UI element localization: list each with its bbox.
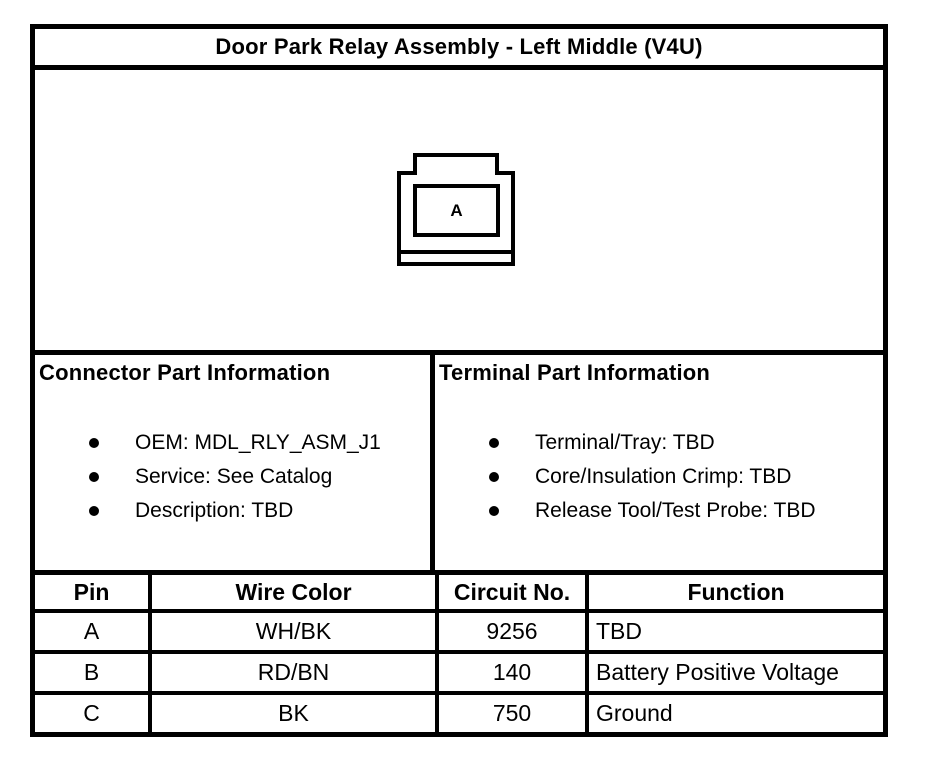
list-item-text: Release Tool/Test Probe: TBD <box>535 499 816 522</box>
list-item-text: Service: See Catalog <box>135 465 333 488</box>
header-cell-circuit-no: Circuit No. <box>435 575 585 609</box>
cell-wire-color: BK <box>148 695 435 732</box>
connector-body-outline: A <box>397 171 515 266</box>
table-row-pin-a: A WH/BK 9256 TBD <box>35 613 883 654</box>
table-row-pin-c: C BK 750 Ground <box>35 695 883 732</box>
cell-pin: C <box>83 700 100 726</box>
bullet-icon <box>489 438 499 448</box>
list-item: Release Tool/Test Probe: TBD <box>435 494 883 528</box>
terminal-info-list: Terminal/Tray: TBD Core/Insulation Crimp… <box>435 426 883 528</box>
connector-info-heading: Connector Part Information <box>39 360 331 385</box>
cell-wire-color: WH/BK <box>148 613 435 650</box>
cell-function: TBD <box>585 613 883 650</box>
connector-cavity-a: A <box>413 184 500 237</box>
list-item-text: Terminal/Tray: TBD <box>535 431 715 454</box>
header-cell-wire-color: Wire Color <box>148 575 435 609</box>
bullet-icon <box>89 438 99 448</box>
header-cell-function: Function <box>585 575 883 609</box>
list-item-text: OEM: MDL_RLY_ASM_J1 <box>135 431 381 454</box>
bullet-icon <box>489 472 499 482</box>
title-bar: Door Park Relay Assembly - Left Middle (… <box>35 29 883 70</box>
pin-table: Pin Wire Color Circuit No. Function A WH… <box>35 575 883 732</box>
list-item: Terminal/Tray: TBD <box>435 426 883 460</box>
list-item-text: Description: TBD <box>135 499 294 522</box>
terminal-info-heading: Terminal Part Information <box>439 360 711 385</box>
connector-latch-line <box>401 250 511 254</box>
cell-circuit-no: 140 <box>435 654 585 691</box>
cavity-label: A <box>450 200 463 220</box>
connector-figure-section: A <box>35 70 883 355</box>
connector-top-tab <box>413 153 499 175</box>
header-cell-pin: Pin <box>73 578 110 605</box>
table-row-pin-b: B RD/BN 140 Battery Positive Voltage <box>35 654 883 695</box>
page-title: Door Park Relay Assembly - Left Middle (… <box>215 34 703 59</box>
list-item: Core/Insulation Crimp: TBD <box>435 460 883 494</box>
cell-pin: B <box>83 659 100 685</box>
list-item: Description: TBD <box>35 494 430 528</box>
cell-wire-color: RD/BN <box>148 654 435 691</box>
bullet-icon <box>89 506 99 516</box>
cell-circuit-no: 9256 <box>435 613 585 650</box>
connector-info-list: OEM: MDL_RLY_ASM_J1 Service: See Catalog… <box>35 426 430 528</box>
list-item-text: Core/Insulation Crimp: TBD <box>535 465 792 488</box>
cell-pin: A <box>83 618 100 644</box>
bullet-icon <box>89 472 99 482</box>
connector-info-panel: Connector Part Information OEM: MDL_RLY_… <box>35 355 435 570</box>
connector-sheet: Door Park Relay Assembly - Left Middle (… <box>30 24 888 737</box>
pin-table-header-row: Pin Wire Color Circuit No. Function <box>35 575 883 613</box>
cell-function: Ground <box>585 695 883 732</box>
cell-function: Battery Positive Voltage <box>585 654 883 691</box>
cell-circuit-no: 750 <box>435 695 585 732</box>
list-item: Service: See Catalog <box>35 460 430 494</box>
part-information-section: Connector Part Information OEM: MDL_RLY_… <box>35 355 883 575</box>
list-item: OEM: MDL_RLY_ASM_J1 <box>35 426 430 460</box>
bullet-icon <box>489 506 499 516</box>
terminal-info-panel: Terminal Part Information Terminal/Tray:… <box>435 355 883 570</box>
